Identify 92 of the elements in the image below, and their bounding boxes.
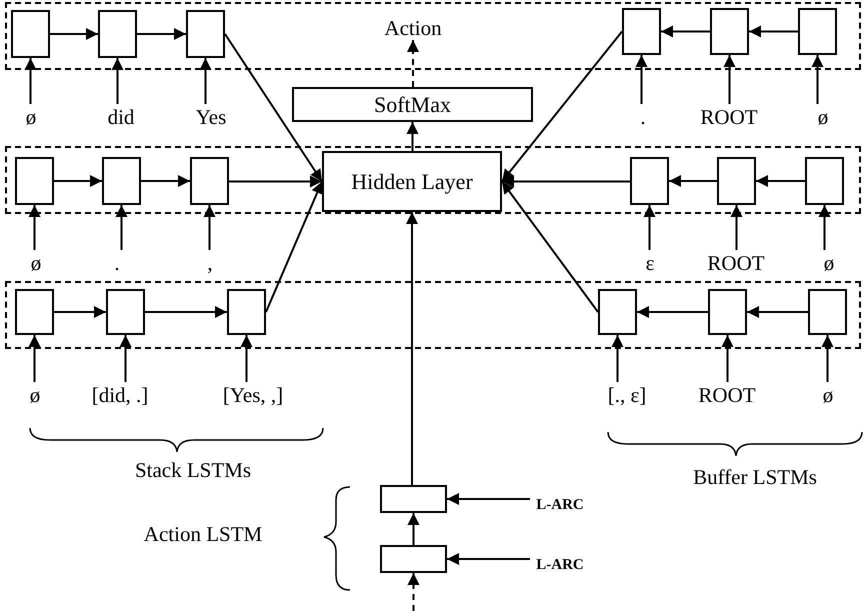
- input-token: ø: [810, 104, 836, 130]
- arrow: [636, 55, 648, 104]
- arrow: [112, 58, 124, 104]
- arrow: [229, 176, 322, 188]
- input-token: ø: [22, 382, 48, 408]
- lstm-cell: [15, 289, 54, 335]
- lstm-cell: [227, 289, 266, 335]
- lstm-cell: [805, 157, 844, 205]
- arrow: [28, 205, 40, 250]
- lstm-cell: [11, 10, 50, 58]
- lstm-layer-group: [5, 281, 861, 349]
- arrow: [447, 493, 530, 505]
- lstm-cell: [717, 157, 756, 205]
- input-token: ROOT: [703, 250, 769, 276]
- lstm-cell: [630, 157, 669, 205]
- arrow: [408, 513, 420, 545]
- arrow: [406, 212, 418, 485]
- arrow: [407, 40, 419, 87]
- arrow: [644, 205, 656, 250]
- arrow: [818, 205, 830, 250]
- input-token: ø: [816, 250, 842, 276]
- arrow: [54, 306, 106, 318]
- lstm-cell: [102, 157, 141, 205]
- lstm-layer-group: [5, 146, 861, 214]
- input-token: ø: [815, 382, 841, 408]
- group-label: Buffer LSTMs: [693, 467, 817, 488]
- arrow: [145, 306, 227, 318]
- lstm-cell: [106, 289, 145, 335]
- arrow: [141, 175, 190, 187]
- arrow: [240, 335, 252, 382]
- action-token: L-ARC: [530, 554, 590, 576]
- arrow: [812, 55, 824, 104]
- arrow: [116, 205, 128, 250]
- lstm-cell: [98, 10, 137, 58]
- group-label: Action LSTM: [144, 524, 262, 545]
- arrow: [747, 306, 808, 318]
- arrow: [137, 28, 186, 40]
- input-token: ROOT: [694, 382, 760, 408]
- action-token: L-ARC: [530, 494, 590, 516]
- arrow: [408, 573, 420, 611]
- lstm-cell: [598, 289, 637, 335]
- input-token: .: [633, 104, 653, 130]
- arrow: [756, 175, 805, 187]
- arrow: [447, 553, 530, 565]
- lstm-cell: [710, 8, 749, 55]
- input-token: ø: [23, 250, 49, 276]
- input-token: [Yes, ,]: [208, 382, 298, 408]
- lstm-cell: [186, 10, 225, 58]
- lstm-cell: [380, 485, 447, 513]
- lstm-cell: [190, 157, 229, 205]
- arrow: [822, 335, 834, 382]
- arrow: [722, 335, 734, 382]
- group-label: Stack LSTMs: [134, 460, 252, 481]
- arrow: [24, 58, 36, 104]
- lstm-cell: [708, 289, 747, 335]
- input-token: Yes: [190, 104, 232, 130]
- arrow: [637, 306, 708, 318]
- input-token: ROOT: [696, 104, 762, 130]
- input-token: [did, .]: [80, 382, 160, 408]
- input-token: did: [100, 104, 142, 130]
- arrow: [730, 205, 742, 250]
- layer-box: SoftMax: [292, 87, 533, 122]
- arrow: [749, 26, 798, 38]
- lstm-cell: [622, 8, 661, 55]
- arrow: [612, 335, 624, 382]
- lstm-cell: [798, 8, 837, 55]
- arrow: [502, 176, 630, 188]
- arrow: [661, 26, 710, 38]
- arrow: [501, 30, 623, 182]
- input-token: Action: [375, 16, 451, 40]
- input-token: ε: [638, 250, 662, 276]
- input-token: [., ε]: [597, 382, 657, 408]
- input-token: .: [107, 250, 127, 276]
- arrow: [54, 175, 102, 187]
- input-token: ø: [18, 104, 44, 130]
- input-token: ,: [200, 250, 220, 276]
- arrow: [265, 181, 323, 312]
- arrow: [204, 205, 216, 250]
- lstm-cell: [380, 545, 447, 573]
- lstm-layer-group: [5, 2, 861, 70]
- arrow: [406, 122, 418, 151]
- arrow: [120, 335, 132, 382]
- arrow: [28, 335, 40, 382]
- arrow: [501, 180, 599, 313]
- arrow: [724, 55, 736, 104]
- arrow: [669, 175, 717, 187]
- layer-box: Hidden Layer: [322, 151, 502, 212]
- arrow: [200, 58, 212, 104]
- lstm-cell: [808, 289, 847, 335]
- arrow: [50, 28, 98, 40]
- lstm-cell: [15, 157, 54, 205]
- arrow: [224, 33, 323, 182]
